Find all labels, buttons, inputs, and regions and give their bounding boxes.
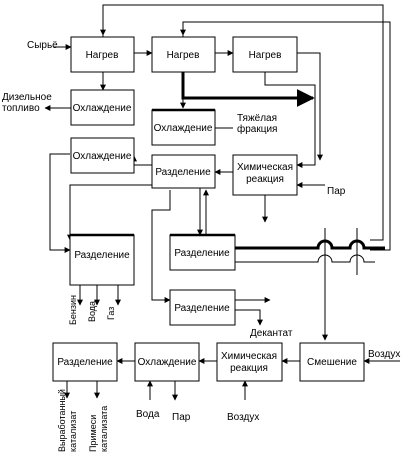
water2-label: Вода [136,409,160,420]
cool3-label: Охлаждение [73,151,132,162]
mix-label: Смешение [307,357,357,368]
cool3-to-sep4-return [49,153,71,253]
air2-label: Воздух [227,412,259,423]
sep4-label: Разделение [174,303,230,314]
water1-label: Вода [87,301,97,322]
cat-imp-label-2: катализата [99,406,109,452]
sep1-to-cool3-line [131,155,152,166]
cool3-box [70,137,135,174]
heavy-label-2: фракция [237,123,277,135]
cool2-box [151,109,216,146]
sep1-to-sep4-line [151,190,171,303]
heat1-label: Нагрев [86,50,119,61]
heat3-to-chem-line [264,72,316,168]
heat3-right-line [297,52,323,161]
sep5-box [52,342,118,382]
sep1-left-return [67,184,152,241]
cat-imp-label-1: Примеси [88,415,98,452]
sep2-box [69,234,135,286]
chem2-label-1: Химическая [221,351,277,362]
air1-label: Воздух [368,349,400,360]
gas-label: Газ [106,307,116,320]
chem2-box [216,342,283,382]
feed-label: Сырьё [27,40,58,51]
steam1-label: Пар [327,186,346,197]
heat2-box [151,36,216,73]
heat3-label: Нагрев [249,50,282,61]
sep3-label: Разделение [174,248,230,259]
mix-box [299,342,365,382]
gasoline-label: Бензин [68,295,78,325]
cool4-box [134,342,200,382]
chem2-label-2: реакция [230,363,268,374]
sep3-loop-line [235,254,375,263]
steam2-label: Пар [172,412,191,423]
sep4-box [169,289,236,326]
cool2-label: Охлаждение [154,123,213,134]
chem1-label-1: Химическая [237,162,293,173]
heat3-box [232,36,298,73]
decant-label: Декантат [250,328,293,339]
heavy-label-1: Тяжёлая [237,113,277,124]
spent-cat-label-1: Выработанный [57,389,67,452]
cool1-box [70,89,135,126]
sep5-label: Разделение [57,357,113,368]
chem1-label-2: реакция [246,174,284,185]
sep1-label: Разделение [155,167,211,178]
sep1-box [151,154,216,189]
cool1-label: Охлаждение [73,103,132,114]
diesel-label-2: топливо [2,103,40,114]
sep3-thick-line [235,239,385,250]
sep3-box [169,234,236,271]
sep2-label: Разделение [74,250,130,261]
cool4-label: Охлаждение [138,357,197,368]
heat2-label: Нагрев [167,50,200,61]
heat1-box [70,36,135,73]
chem1-box [232,154,298,196]
diesel-label-1: Дизельное [2,92,52,103]
decant-arrow [235,309,263,326]
spent-cat-label-2: катализат [68,411,78,452]
